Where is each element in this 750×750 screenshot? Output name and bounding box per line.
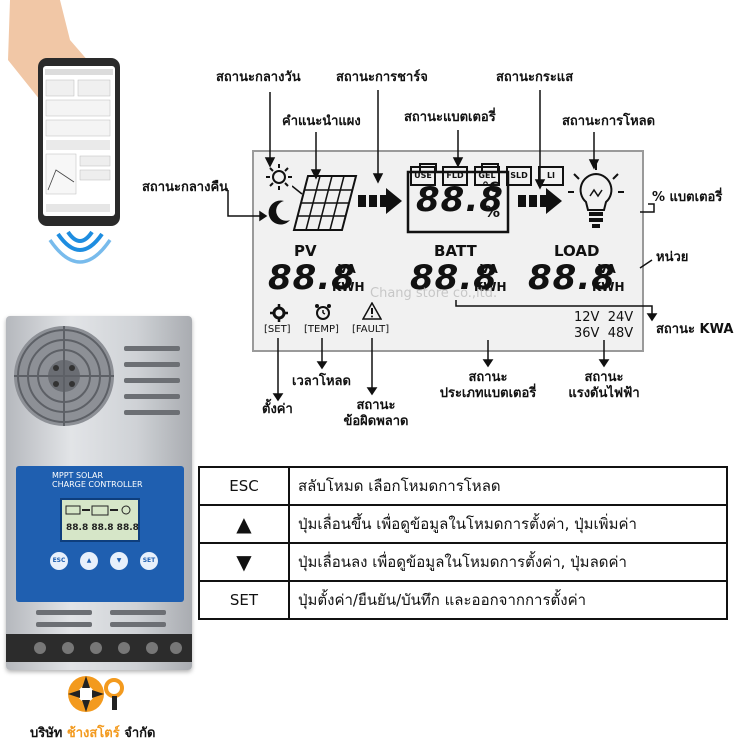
key-function-table: ESC สลับโหมด เลือกโหมดการโหลด ▲ ปุ่มเลื่… bbox=[198, 466, 728, 620]
batt-unit-kwh: KWH bbox=[474, 280, 507, 294]
bulb-icon bbox=[566, 162, 626, 232]
load-unit-va: VA bbox=[598, 262, 616, 276]
label-voltage: สถานะแรงดันไฟฟ้า bbox=[568, 370, 640, 401]
pv-unit-kwh: KWH bbox=[332, 280, 365, 294]
brand-logo-icon bbox=[64, 670, 124, 716]
terminal-block bbox=[6, 634, 192, 662]
table-row: SET ปุ่มตั้งค่า/ยืนยัน/บันทึก และออกจากก… bbox=[198, 580, 728, 620]
company-name: บริษัท ช้างสโตร์ จำกัด bbox=[30, 726, 156, 741]
key-down-icon: ▼ bbox=[198, 542, 290, 582]
pv-value: 88.8 bbox=[268, 258, 356, 298]
svg-text:88.8 88.8 88.8: 88.8 88.8 88.8 bbox=[66, 523, 138, 533]
battery-percent-value: 88.8 bbox=[416, 180, 504, 220]
label-load-status: สถานะการโหลด bbox=[562, 114, 656, 129]
device-down-button[interactable]: ▼ bbox=[110, 552, 128, 570]
label-setting: ตั้งค่า bbox=[262, 402, 293, 417]
voltage-options-row1: 12V 24V bbox=[574, 310, 634, 325]
percent-unit: % bbox=[484, 202, 501, 221]
mode-fld: FLD bbox=[442, 166, 468, 186]
label-battery-status: สถานะแบตเตอรี่ bbox=[404, 110, 496, 125]
moon-icon bbox=[264, 198, 294, 228]
label-battery-percent: % แบตเตอรี่ bbox=[652, 190, 723, 205]
label-kwa-status: สถานะ KWA bbox=[656, 322, 734, 337]
table-row: ▲ ปุ่มเลื่อนขึ้น เพื่อดูข้อมูลในโหมดการต… bbox=[198, 504, 728, 544]
device-esc-button[interactable]: ESC bbox=[50, 552, 68, 570]
wifi-icon bbox=[48, 226, 112, 276]
set-tag: [SET] bbox=[264, 324, 291, 335]
mode-sld: SLD bbox=[506, 166, 532, 186]
label-load-time: เวลาโหลด bbox=[292, 374, 351, 389]
batt-value: 88.8 bbox=[410, 258, 498, 298]
mode-gel: GEL bbox=[474, 166, 500, 186]
label-current-status: สถานะกระแส bbox=[496, 70, 574, 85]
fan-icon bbox=[12, 324, 116, 428]
solar-panel-icon bbox=[291, 174, 358, 232]
key-up-icon: ▲ bbox=[198, 504, 290, 544]
device-set-button[interactable]: SET bbox=[140, 552, 158, 570]
table-row: ▼ ปุ่มเลื่อนลง เพื่อดูข้อมูลในโหมดการตั้… bbox=[198, 542, 728, 582]
alarm-clock-icon bbox=[314, 303, 332, 321]
charge-controller-device: MPPT SOLAR CHARGE CONTROLLER 88.8 88.8 8… bbox=[6, 316, 192, 670]
load-label: LOAD bbox=[554, 242, 600, 260]
mini-lcd: 88.8 88.8 88.8 bbox=[60, 498, 140, 542]
warning-icon bbox=[361, 301, 383, 320]
gear-icon bbox=[270, 304, 288, 322]
charge-arrow-icon bbox=[356, 186, 404, 216]
device-title: MPPT SOLAR CHARGE CONTROLLER bbox=[52, 471, 143, 489]
mode-li: LI bbox=[538, 166, 564, 186]
label-battery-type: สถานะประเภทแบตเตอรี่ bbox=[439, 370, 537, 401]
device-up-button[interactable]: ▲ bbox=[80, 552, 98, 570]
key-up-desc: ปุ่มเลื่อนขึ้น เพื่อดูข้อมูลในโหมดการตั้… bbox=[288, 504, 728, 544]
key-esc: ESC bbox=[198, 466, 290, 506]
sun-icon bbox=[264, 162, 294, 192]
label-charge-status: สถานะการชาร์จ bbox=[336, 70, 428, 85]
batt-label: BATT bbox=[434, 242, 477, 260]
label-unit: หน่วย bbox=[656, 250, 689, 265]
label-fault-status: สถานะข้อผิดพลาด bbox=[343, 398, 409, 429]
fault-tag: [FAULT] bbox=[352, 324, 390, 335]
pv-label: PV bbox=[294, 242, 317, 260]
phone-illustration bbox=[0, 0, 140, 290]
table-row: ESC สลับโหมด เลือกโหมดการโหลด bbox=[198, 466, 728, 506]
label-panel-advice: คำแนะนำแผง bbox=[282, 114, 361, 129]
temp-tag: [TEMP] bbox=[304, 324, 339, 335]
key-down-desc: ปุ่มเลื่อนลง เพื่อดูข้อมูลในโหมดการตั้งค… bbox=[288, 542, 728, 582]
mode-use: USE bbox=[410, 166, 436, 186]
pv-unit-va: VA bbox=[338, 262, 356, 276]
key-set: SET bbox=[198, 580, 290, 620]
load-value: 88.8 bbox=[528, 258, 616, 298]
key-esc-desc: สลับโหมด เลือกโหมดการโหลด bbox=[288, 466, 728, 506]
voltage-options-row2: 36V 48V bbox=[574, 326, 634, 341]
load-unit-kwh: KWH bbox=[592, 280, 625, 294]
discharge-arrow-icon bbox=[516, 186, 564, 216]
label-day-status: สถานะกลางวัน bbox=[216, 70, 301, 85]
key-set-desc: ปุ่มตั้งค่า/ยืนยัน/บันทึก และออกจากการตั… bbox=[288, 580, 728, 620]
batt-unit-va: VA bbox=[480, 262, 498, 276]
front-panel: MPPT SOLAR CHARGE CONTROLLER 88.8 88.8 8… bbox=[16, 466, 184, 602]
watermark-text: Chang store co.,ltd. bbox=[370, 286, 498, 301]
label-night-status: สถานะกลางคืน bbox=[142, 180, 229, 195]
